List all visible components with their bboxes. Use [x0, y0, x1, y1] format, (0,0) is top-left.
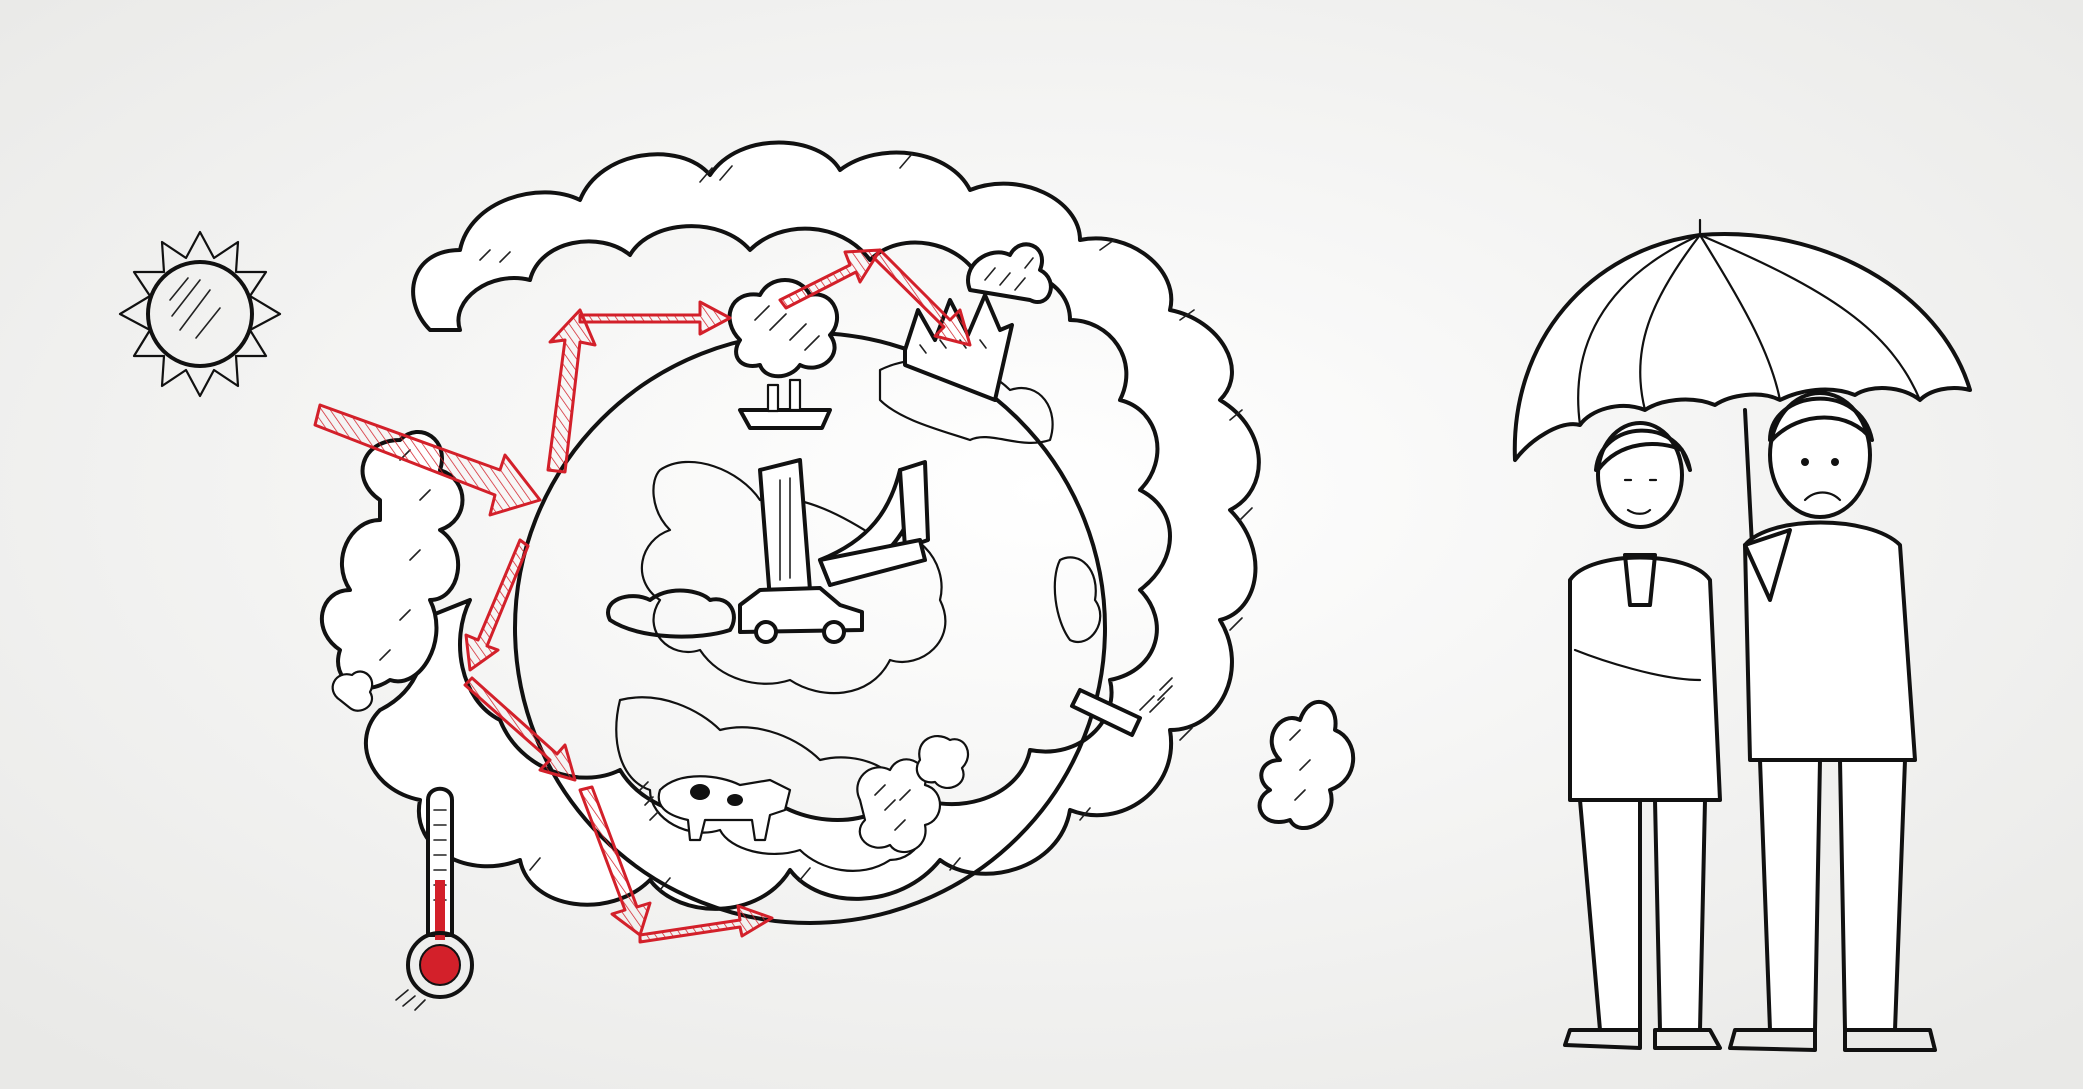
greenhouse-effect-illustration [0, 0, 2083, 1089]
illustration-scene [0, 0, 2083, 1089]
